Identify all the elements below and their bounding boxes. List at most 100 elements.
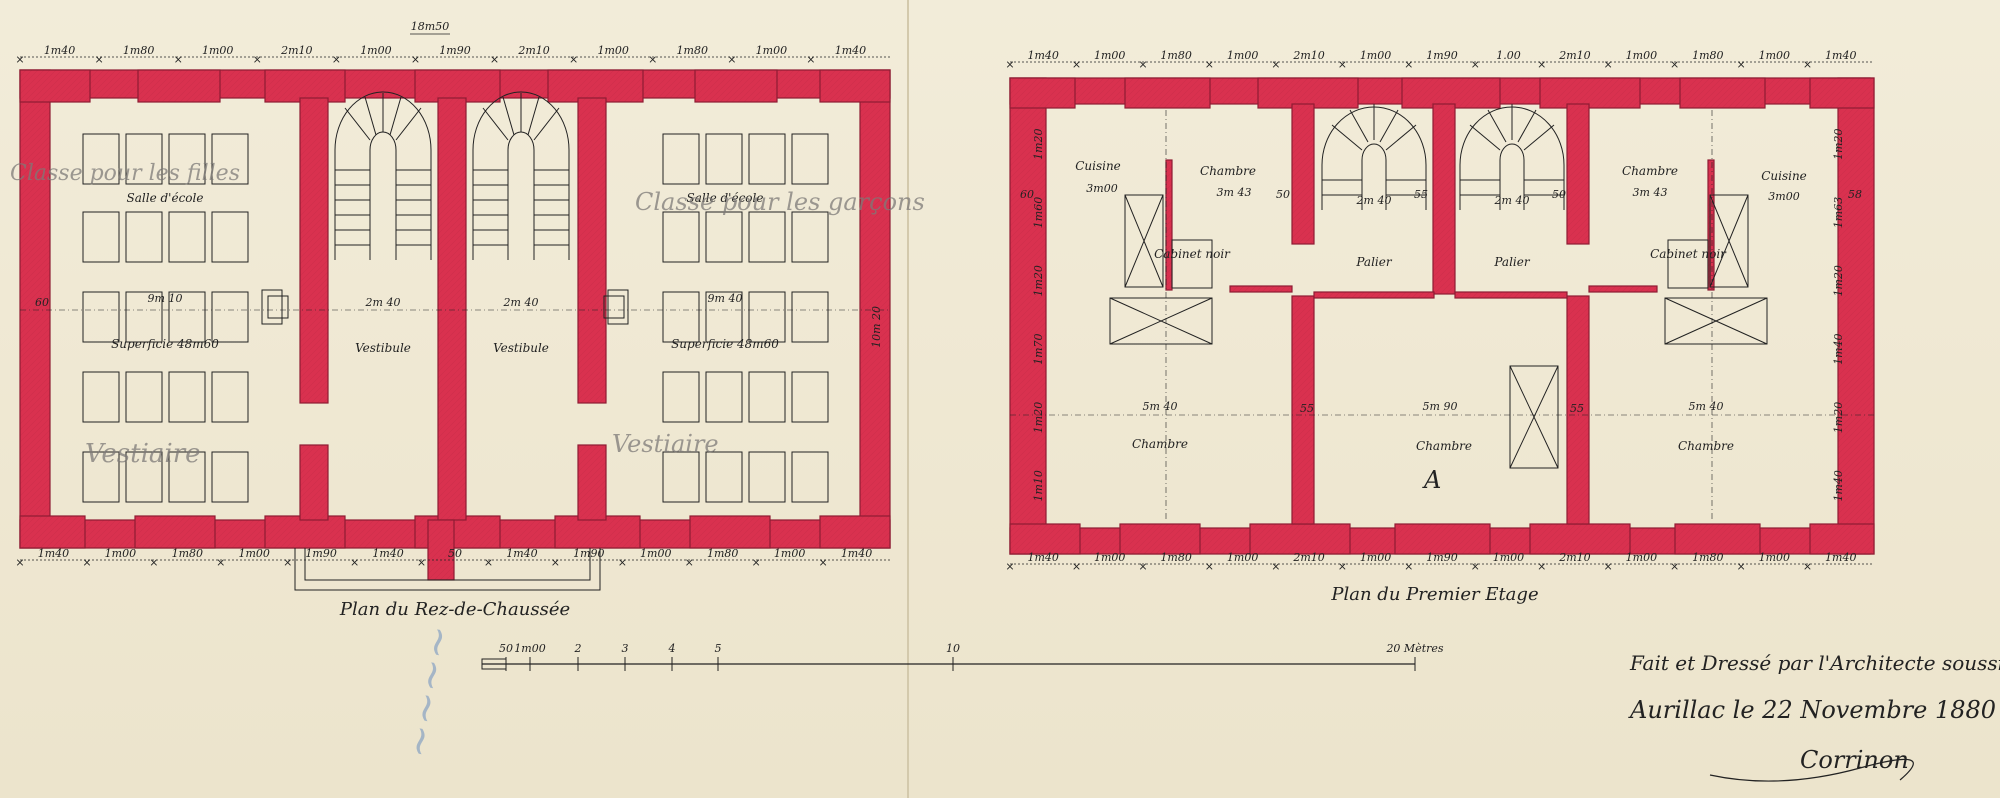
ground-top-dim-tick-7: × (569, 53, 578, 66)
first-left-dim-1: 1m60 (1032, 197, 1045, 228)
desk (662, 371, 700, 423)
first-bottom-dim-7: 1m00 (1493, 551, 1524, 564)
ground-top-dim-tick-1: × (94, 53, 103, 66)
first-top-dim-5: 1m00 (1360, 49, 1391, 62)
landing-left-width: 2m 40 (1356, 194, 1392, 207)
wall-mark-4: 55 (1300, 402, 1314, 415)
first-bottom-dim-11: 1m00 (1759, 551, 1790, 564)
ground-floor-plan: 1m40×1m80×1m00×2m10×1m00×1m90×2m10×1m00×… (10, 20, 925, 620)
first-right-dim-2: 1m20 (1832, 265, 1845, 296)
chamber-top-right-width: 3m 43 (1633, 186, 1668, 199)
first-bottom-dim-tick-10: × (1670, 560, 1679, 573)
first-left-dim-0: 1m20 (1032, 128, 1045, 159)
desk (748, 133, 786, 185)
wall-mark-5: 60 (1020, 188, 1034, 201)
ground-top-dim-tick-5: × (411, 53, 420, 66)
wall-mark-1: 50 (1276, 188, 1290, 201)
ground-bottom-dim-7: 1m40 (506, 547, 537, 560)
kitchen-left-width: 3m00 (1086, 182, 1117, 195)
first-top-dim-10: 1m80 (1692, 49, 1723, 62)
vestibule-left-width: 2m 40 (365, 296, 401, 309)
desk (748, 291, 786, 343)
first-bottom-dim-6: 1m90 (1426, 551, 1457, 564)
desk (125, 371, 163, 423)
ground-bottom-dim-tick-11: × (752, 556, 761, 569)
signature-block: Fait et Dressé par l'Architecte soussign… (1628, 651, 2000, 782)
desk (791, 371, 829, 423)
desk (125, 133, 163, 185)
first-floor-fixtures (1109, 194, 1768, 469)
desk (748, 371, 786, 423)
first-bottom-dim-3: 1m00 (1227, 551, 1258, 564)
first-floor-walls (1009, 77, 1875, 555)
first-right-dim-0: 1m20 (1832, 128, 1845, 159)
first-bottom-dim-tick-9: × (1604, 560, 1613, 573)
ground-floor-walls (19, 69, 891, 581)
first-left-dim-4: 1m20 (1032, 402, 1045, 433)
chamber-top-left-width: 3m 43 (1217, 186, 1252, 199)
first-right-dim-5: 1m40 (1832, 470, 1845, 501)
desk (168, 371, 206, 423)
first-top-dim-tick-2: × (1138, 58, 1147, 71)
ground-bottom-dim-12: 1m40 (841, 547, 872, 560)
chamber-center-mark: A (1422, 466, 1441, 494)
kitchen-right-width: 3m00 (1768, 190, 1799, 203)
ground-bottom-dim-1: 1m00 (105, 547, 136, 560)
first-top-dim-7: 1.00 (1496, 49, 1521, 62)
first-bottom-dim-9: 1m00 (1626, 551, 1657, 564)
chamber-bottom-right-width: 5m 40 (1689, 400, 1724, 413)
desk (168, 133, 206, 185)
ground-bottom-dim-tick-12: × (818, 556, 827, 569)
first-top-dim-3: 1m00 (1227, 49, 1258, 62)
desk (791, 133, 829, 185)
first-top-dim-tick-1: × (1072, 58, 1081, 71)
first-top-dim-tick-3: × (1205, 58, 1214, 71)
first-top-dim-tick-7: × (1471, 58, 1480, 71)
scale-label-5: 5 (715, 642, 722, 655)
ground-top-dim-tick-10: × (806, 53, 815, 66)
ground-bottom-dim-tick-0: × (15, 556, 24, 569)
ground-top-dim-3: 2m10 (280, 44, 312, 57)
desk (791, 211, 829, 263)
ground-top-dim-7: 1m00 (597, 44, 628, 57)
first-bottom-dim-tick-12: × (1803, 560, 1812, 573)
desk (705, 451, 743, 503)
desk (125, 211, 163, 263)
ground-bottom-dim-tick-5: × (350, 556, 359, 569)
first-top-dim-9: 1m00 (1626, 49, 1657, 62)
first-bottom-dim-tick-2: × (1138, 560, 1147, 573)
desk (168, 291, 206, 343)
ground-bottom-dim-tick-6: × (417, 556, 426, 569)
ground-top-dim-tick-2: × (174, 53, 183, 66)
desk (211, 371, 249, 423)
first-bottom-dim-tick-0: × (1005, 560, 1014, 573)
pencil-note-vestiaire-right: Vestiaire (612, 430, 719, 458)
first-floor-title: Plan du Premier Etage (1330, 584, 1538, 605)
desk (748, 211, 786, 263)
chamber-bottom-center-name: Chambre (1416, 439, 1472, 453)
kitchen-left-name: Cuisine (1075, 159, 1121, 173)
first-bottom-dim-tick-5: × (1338, 560, 1347, 573)
landing-right-width: 2m 40 (1494, 194, 1530, 207)
desk (125, 451, 163, 503)
ground-bottom-dim-tick-2: × (149, 556, 158, 569)
overall-width-label: 18m50 (411, 20, 449, 33)
ground-bottom-dim-tick-3: × (216, 556, 225, 569)
ground-bottom-dim-9: 1m00 (640, 547, 671, 560)
wall-thickness-label: 60 (35, 296, 49, 309)
desk (211, 211, 249, 263)
scale-label-1: 1m00 (514, 642, 545, 655)
first-right-dim-1: 1m63 (1832, 197, 1845, 228)
desk (211, 133, 249, 185)
first-bottom-dimensions: 1m40×1m00×1m80×1m00×2m10×1m00×1m90×1m00×… (1005, 551, 1856, 573)
desk (791, 291, 829, 343)
scale-label-0: 50 (499, 642, 513, 655)
ground-top-dim-tick-0: × (15, 53, 24, 66)
landing-right-name: Palier (1493, 255, 1530, 269)
ground-bottom-dim-6: 50 (448, 547, 462, 560)
ground-top-dimensions: 1m40×1m80×1m00×2m10×1m00×1m90×2m10×1m00×… (15, 44, 866, 66)
ground-bottom-dim-11: 1m00 (774, 547, 805, 560)
